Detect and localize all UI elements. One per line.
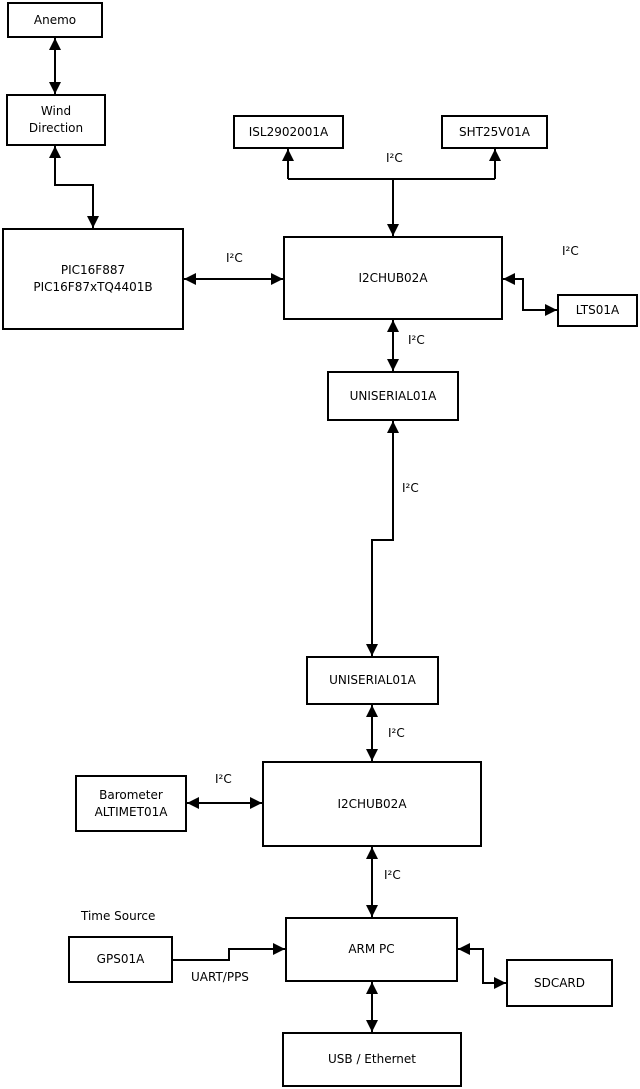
node-anemo: Anemo <box>7 2 103 38</box>
node-i2chub02a-1: I2CHUB02A <box>283 236 503 320</box>
edge-label-i2c-uniserial2-hub2: I²C <box>388 726 405 741</box>
node-sht25v01a-label: SHT25V01A <box>459 124 530 139</box>
node-i2chub02a-2: I2CHUB02A <box>262 761 482 847</box>
node-gps01a: GPS01A <box>68 936 173 983</box>
node-isl2902001a: ISL2902001A <box>233 115 344 149</box>
node-i2chub02a-2-label: I2CHUB02A <box>337 796 407 811</box>
edge-label-i2c-hub1-uniserial1: I²C <box>408 333 425 348</box>
node-anemo-label: Anemo <box>33 12 77 27</box>
node-uniserial01a-1: UNISERIAL01A <box>327 371 459 421</box>
node-arm-pc: ARM PC <box>285 917 458 982</box>
edge-label-uart-pps: UART/PPS <box>191 970 249 985</box>
node-i2chub02a-1-label: I2CHUB02A <box>358 270 428 285</box>
node-uniserial01a-2: UNISERIAL01A <box>306 656 439 705</box>
node-sdcard-label: SDCARD <box>533 975 586 990</box>
edge-label-i2c-pic-hub1: I²C <box>226 251 243 266</box>
node-uniserial01a-1-label: UNISERIAL01A <box>349 388 437 403</box>
node-arm-pc-label: ARM PC <box>348 942 395 957</box>
node-gps01a-label: GPS01A <box>96 952 145 967</box>
edge-label-i2c-uniserial-link: I²C <box>402 481 419 496</box>
edge-label-i2c-barometer-hub2: I²C <box>215 772 232 787</box>
node-pic-label: PIC16F887 PIC16F87xTQ4401B <box>33 263 153 294</box>
node-lts01a: LTS01A <box>557 294 638 327</box>
node-wind-direction: Wind Direction <box>6 94 106 146</box>
node-sht25v01a: SHT25V01A <box>441 115 548 149</box>
edge-label-time-source: Time Source <box>81 909 156 924</box>
node-usb-ethernet-label: USB / Ethernet <box>328 1052 416 1067</box>
node-isl2902001a-label: ISL2902001A <box>248 124 329 139</box>
edge-uniserial1-uniserial2 <box>366 421 399 656</box>
edge-gps-armpc <box>173 943 285 961</box>
node-lts01a-label: LTS01A <box>575 303 620 318</box>
node-sdcard: SDCARD <box>506 959 613 1007</box>
node-wind-direction-label: Wind Direction <box>28 104 84 135</box>
node-uniserial01a-2-label: UNISERIAL01A <box>329 673 416 688</box>
node-pic: PIC16F887 PIC16F87xTQ4401B <box>2 228 184 330</box>
edge-label-i2c-hub2-armpc: I²C <box>384 868 401 883</box>
edge-label-i2c-isl-sht: I²C <box>386 151 403 166</box>
edge-wind-direction-pic <box>49 146 99 228</box>
edge-armpc-sdcard <box>458 943 506 989</box>
edge-label-i2c-hub1-lts: I²C <box>562 244 579 259</box>
node-usb-ethernet: USB / Ethernet <box>282 1032 462 1087</box>
node-barometer-altimet01a-label: Barometer ALTIMET01A <box>94 787 168 819</box>
edge-hub1-lts <box>503 273 557 316</box>
node-barometer-altimet01a: Barometer ALTIMET01A <box>75 775 187 832</box>
